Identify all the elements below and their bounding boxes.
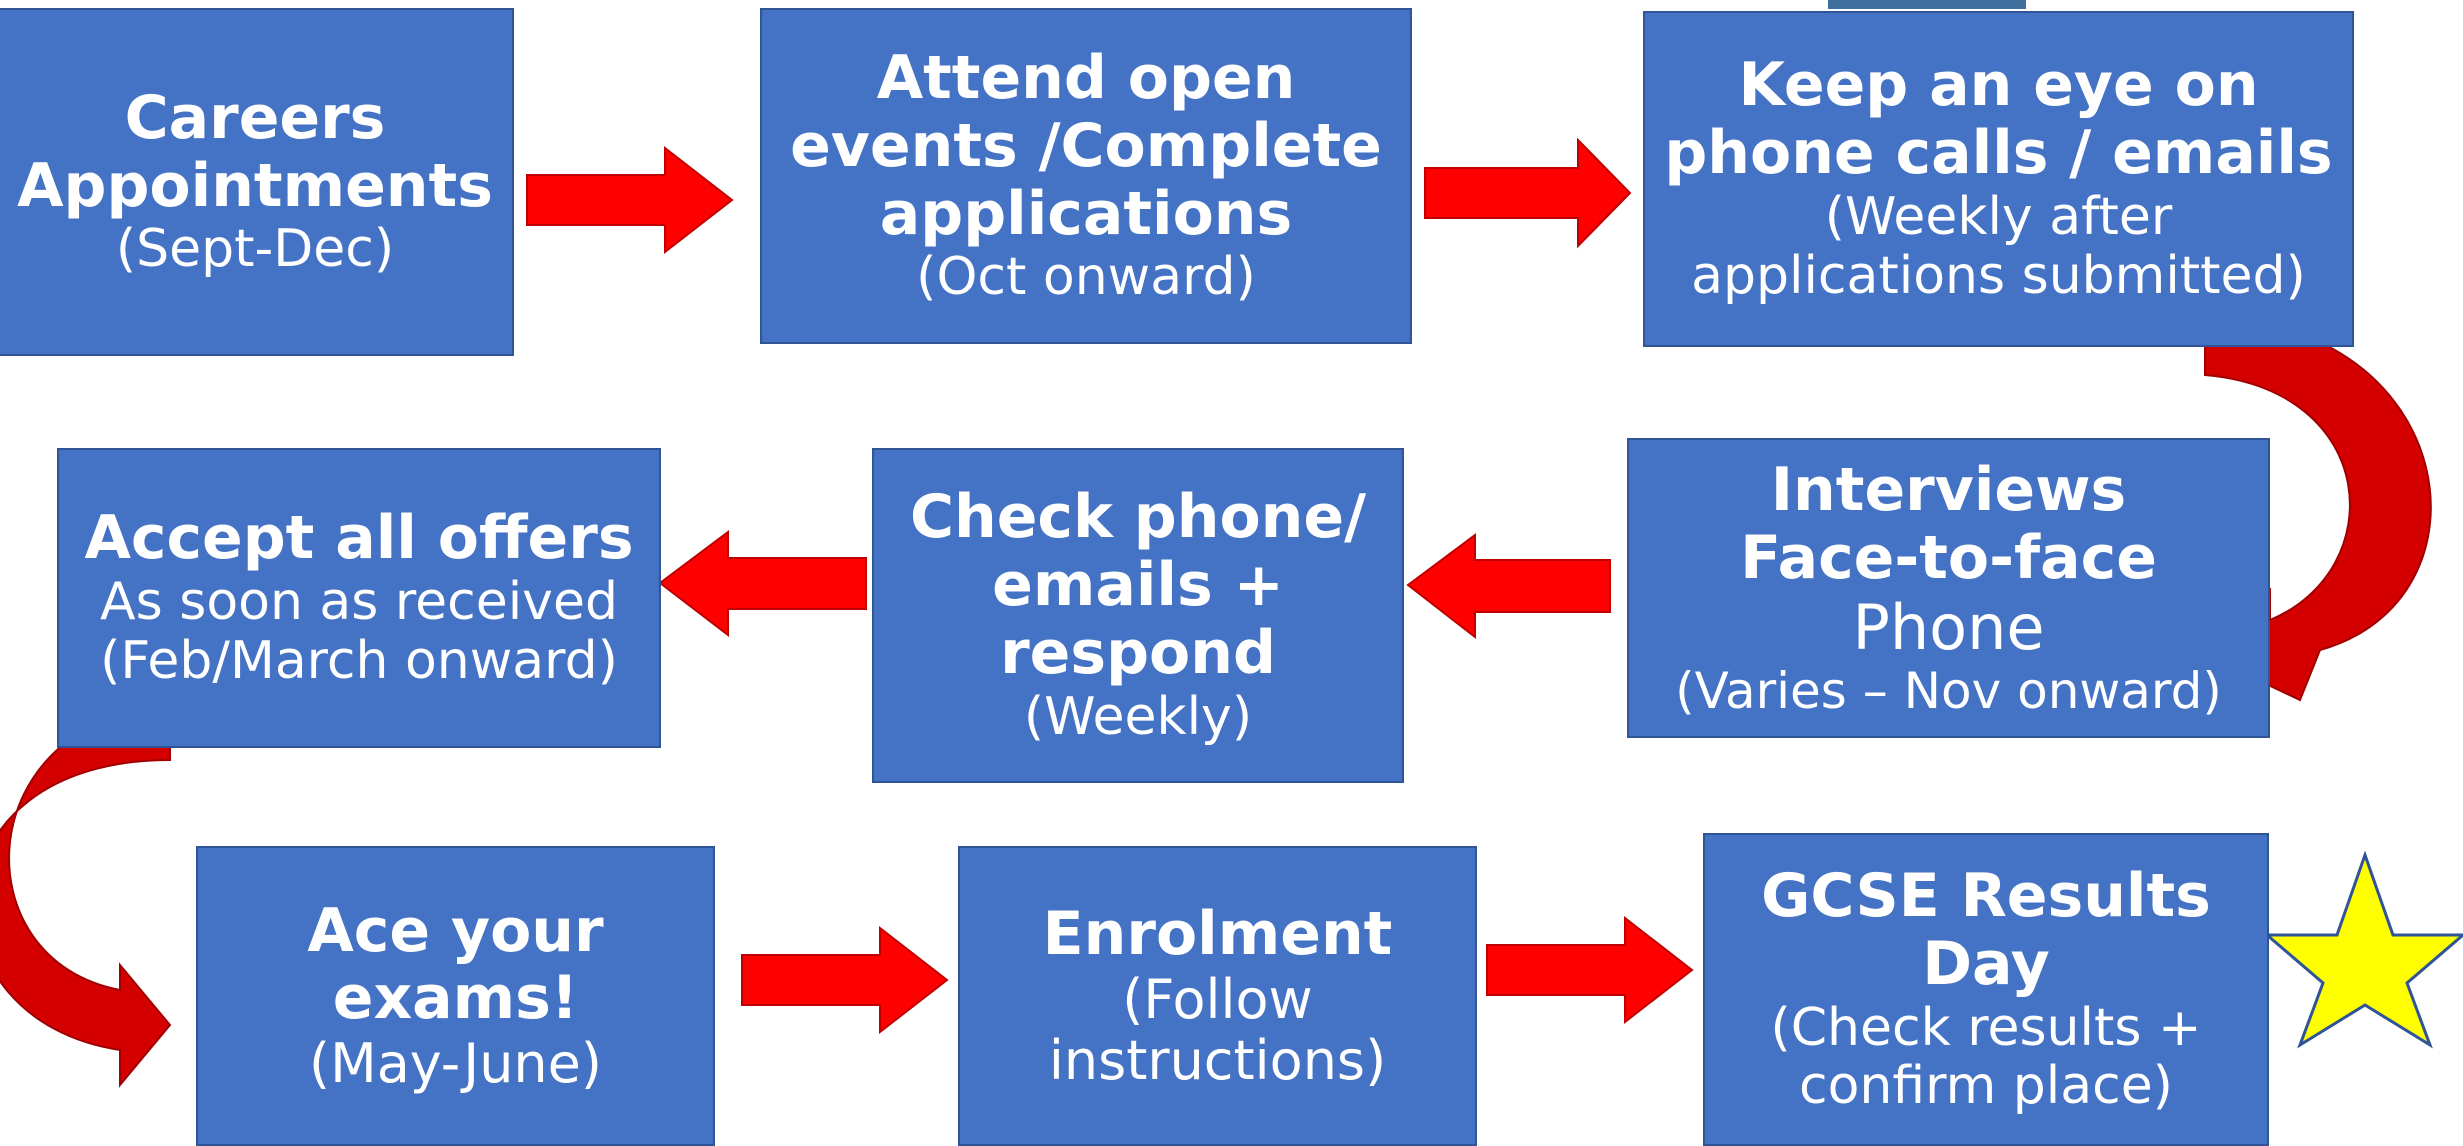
step-subtitle: (May-June): [309, 1032, 602, 1096]
step-subtitle: (Feb/March onward): [100, 630, 618, 691]
step-title: Check phone/: [909, 482, 1366, 553]
step-title: Face-to-face: [1740, 522, 2157, 593]
step-careers-appointments: Careers Appointments (Sept-Dec): [0, 8, 514, 356]
step-title: Interviews: [1770, 454, 2127, 525]
step-title: respond: [1000, 618, 1276, 689]
step-subtitle: applications submitted): [1691, 245, 2306, 306]
decorative-image-strip: [1828, 0, 2026, 9]
step-check-phone-emails: Check phone/ emails + respond (Weekly): [872, 448, 1404, 783]
step-title: events /Complete: [790, 110, 1382, 181]
step-title: emails +: [992, 550, 1284, 621]
step-title: Attend open: [876, 42, 1296, 113]
step-subtitle: instructions): [1048, 1028, 1387, 1092]
step-ace-your-exams: Ace your exams! (May-June): [196, 846, 715, 1146]
step-title: exams!: [332, 963, 579, 1034]
step-subtitle: (Check results +: [1770, 997, 2202, 1058]
step-title: Day: [1922, 928, 2050, 999]
step-subtitle: (Weekly after: [1824, 187, 2173, 248]
star-icon: [2262, 850, 2463, 1049]
step-subtitle: (Varies – Nov onward): [1675, 661, 2222, 720]
step-accept-all-offers: Accept all offers As soon as received (F…: [57, 448, 661, 748]
step-subtitle: As soon as received: [100, 572, 618, 633]
step-title: Careers: [124, 82, 386, 153]
arrow-right-icon: [741, 925, 949, 1035]
step-subtitle: confirm place): [1799, 1056, 2173, 1117]
step-title: Appointments: [17, 150, 493, 221]
step-keep-an-eye-on-phone: Keep an eye on phone calls / emails (Wee…: [1643, 11, 2354, 347]
step-subtitle: (Sept-Dec): [115, 219, 395, 280]
arrow-left-icon: [1406, 533, 1611, 640]
arrow-right-icon: [1424, 137, 1632, 249]
step-title: GCSE Results: [1761, 860, 2211, 931]
arrow-right-icon: [1486, 915, 1694, 1025]
step-title: applications: [879, 178, 1293, 249]
curved-arrow-down-left-icon: [0, 703, 172, 1088]
step-title: Keep an eye on: [1738, 50, 2259, 121]
step-title: Accept all offers: [84, 503, 634, 574]
step-subtitle: Phone: [1852, 590, 2045, 664]
step-subtitle: (Follow: [1122, 967, 1313, 1031]
step-title: Enrolment: [1042, 899, 1393, 970]
step-attend-open-events: Attend open events /Complete application…: [760, 8, 1412, 344]
step-title: Ace your: [307, 895, 604, 966]
step-subtitle: (Weekly): [1023, 686, 1253, 747]
arrow-right-icon: [526, 145, 734, 255]
arrow-left-icon: [658, 530, 867, 638]
step-title: phone calls / emails: [1664, 118, 2333, 189]
step-subtitle: (Oct onward): [916, 247, 1256, 308]
step-interviews: Interviews Face-to-face Phone (Varies – …: [1627, 438, 2270, 738]
step-enrolment: Enrolment (Follow instructions): [958, 846, 1477, 1146]
step-gcse-results-day: GCSE Results Day (Check results + confir…: [1703, 833, 2269, 1146]
